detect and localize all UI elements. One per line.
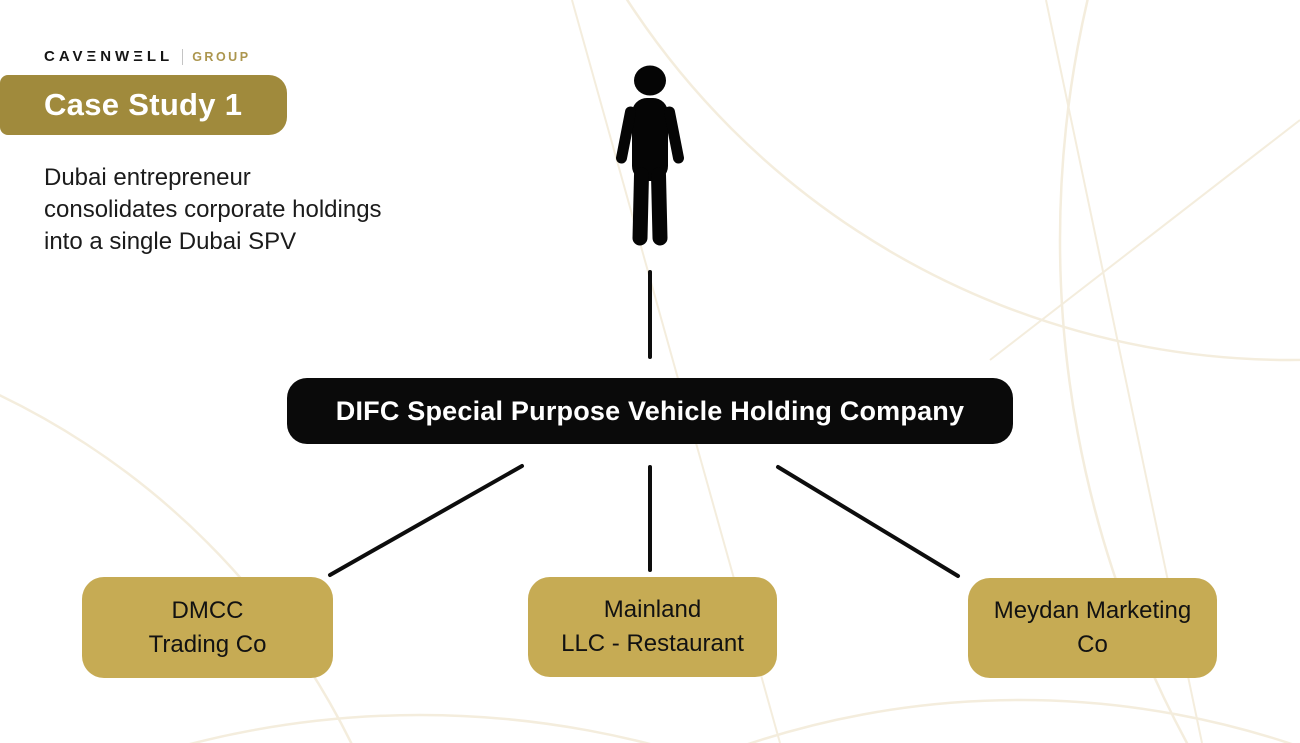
brand-suffix: GROUP (192, 49, 251, 64)
connector-root-to-child-3 (776, 465, 960, 578)
case-study-badge: Case Study 1 (0, 75, 287, 135)
child-node-mainland-llc: Mainland LLC - Restaurant (528, 577, 777, 677)
connector-root-to-child-1 (328, 464, 524, 577)
brand-divider (182, 48, 184, 65)
root-node-difc-spv: DIFC Special Purpose Vehicle Holding Com… (287, 378, 1013, 444)
brand-wordmark: CAVΞNWΞLL (44, 48, 174, 65)
root-node-label: DIFC Special Purpose Vehicle Holding Com… (335, 395, 965, 426)
child-node-meydan-marketing: Meydan Marketing Co (968, 578, 1217, 678)
case-study-badge-label: Case Study 1 (44, 87, 243, 122)
child-node-label: Meydan Marketing Co (993, 597, 1192, 658)
brand-logo: CAVΞNWΞLL GROUP (44, 48, 251, 65)
child-node-label: DMCC Trading Co (148, 596, 267, 658)
child-node-dmcc-trading: DMCC Trading Co (82, 577, 333, 678)
child-node-label: Mainland LLC - Restaurant (561, 596, 744, 657)
person-icon (616, 65, 684, 246)
case-study-description: Dubai entrepreneur consolidates corporat… (44, 164, 382, 255)
